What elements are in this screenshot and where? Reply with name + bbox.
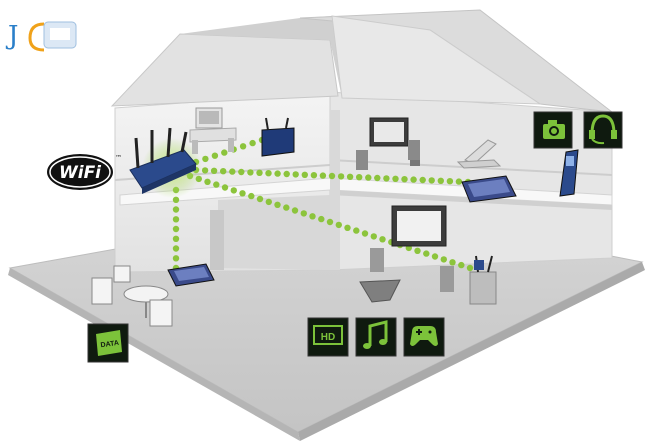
connection-dot [335, 221, 342, 229]
connection-dot [361, 230, 369, 237]
connection-dot [283, 204, 290, 211]
hd-label: HD [321, 332, 335, 343]
connection-dot [455, 178, 463, 185]
patio-furniture [91, 265, 173, 327]
connection-dot [370, 233, 377, 240]
connection-dot [446, 178, 454, 185]
upstairs-tv-set [356, 117, 420, 170]
connection-dot [239, 190, 246, 197]
headset-icon-tile [583, 111, 623, 149]
music-note-icon-tile [355, 317, 397, 357]
connection-dot [220, 168, 227, 175]
network-adapter-card-patio [167, 263, 215, 287]
connection-dot [210, 167, 218, 174]
connection-dot [428, 177, 435, 184]
connection-dot [301, 171, 308, 178]
logo-text: JC [0, 0, 2, 1]
connection-dot [239, 143, 247, 150]
connection-dot [221, 149, 228, 156]
connection-dot [202, 155, 209, 163]
connection-dot [344, 224, 351, 231]
connection-dot [172, 196, 180, 203]
connection-dot [319, 172, 327, 179]
connection-dot [229, 168, 236, 175]
connection-dot [211, 152, 219, 159]
connection-dot [374, 174, 381, 182]
connection-dot [437, 177, 444, 184]
laptop [456, 139, 502, 169]
connection-dot [300, 210, 307, 217]
connection-dot [356, 174, 363, 181]
game-controller-icon-tile [403, 317, 445, 357]
connection-dot [256, 195, 264, 203]
desktop-computer [189, 107, 237, 154]
house-roof [110, 9, 614, 113]
connection-dot [247, 169, 254, 176]
connection-dot [419, 176, 426, 184]
connection-dot [291, 207, 299, 214]
media-box [469, 255, 497, 305]
connection-dot [201, 167, 209, 174]
hd-video-icon-tile: HD [307, 317, 349, 357]
downstairs-tv-set [359, 205, 454, 303]
connection-dot [379, 236, 386, 243]
network-adapter-card-upper [261, 117, 295, 157]
camera-icon-tile [533, 111, 573, 149]
connection-dot [274, 170, 281, 177]
connection-dot [265, 170, 272, 177]
connection-dot [221, 184, 229, 191]
connection-dot [353, 227, 360, 234]
wifi-badge: WiFi ™ [47, 154, 122, 190]
connection-dot [423, 250, 430, 257]
connection-dot [318, 215, 325, 223]
connection-dot [414, 247, 421, 254]
connection-dot [172, 206, 180, 213]
connection-dot [213, 181, 220, 188]
connection-dot [401, 176, 408, 183]
jc-logo: J JC [0, 0, 77, 52]
connection-dot [440, 256, 447, 263]
cordless-phone [559, 149, 579, 197]
connection-dot [310, 172, 318, 179]
connection-dot [248, 192, 255, 200]
wifi-trademark: ™ [115, 154, 122, 162]
connection-dot [172, 225, 180, 233]
data-icon-tile: DATA [87, 323, 129, 363]
connection-dot [431, 253, 439, 260]
connection-dot [172, 245, 180, 252]
connection-dot [230, 187, 237, 194]
connection-dot [249, 139, 256, 147]
connection-dot [346, 173, 354, 180]
connection-dot [283, 170, 290, 178]
network-adapter-card-right [461, 175, 517, 203]
connection-dot [365, 174, 372, 181]
connection-dot [274, 201, 281, 208]
connection-dot [309, 213, 316, 220]
connection-dot [337, 173, 345, 180]
wireless-router [129, 127, 202, 198]
connection-dot [292, 171, 299, 178]
connection-dot [238, 168, 245, 176]
connection-dot [172, 216, 180, 223]
connection-dot [328, 172, 336, 180]
connection-dot [265, 198, 272, 206]
connection-dot [383, 175, 390, 182]
connection-dot [458, 261, 465, 269]
connection-dot [172, 235, 180, 242]
connection-dot [204, 178, 211, 185]
connection-dot [326, 218, 334, 226]
connection-dot [410, 176, 417, 183]
connection-dot [392, 175, 399, 182]
data-label: DATA [100, 340, 119, 349]
connection-dot [172, 255, 180, 262]
connection-dot [466, 264, 474, 272]
wifi-text: WiFi [59, 163, 102, 183]
connection-dot [449, 259, 456, 266]
logo-j: J [5, 21, 18, 51]
connection-dot [256, 169, 263, 176]
